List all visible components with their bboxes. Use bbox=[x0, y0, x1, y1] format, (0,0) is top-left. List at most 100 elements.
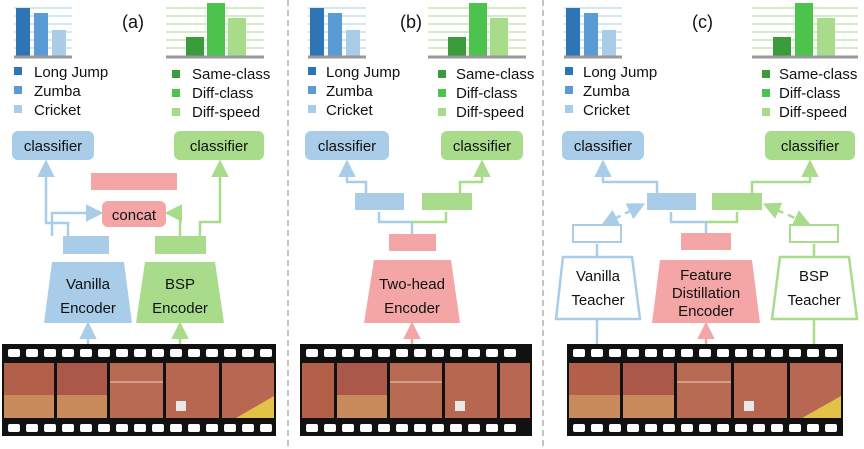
legend-swatch bbox=[14, 86, 22, 94]
legend-label: Cricket bbox=[326, 102, 374, 119]
classifier-label: classifier bbox=[453, 138, 511, 155]
classifier-label: classifier bbox=[781, 138, 839, 155]
legend-label: Long Jump bbox=[583, 64, 657, 81]
legend-label: Diff-class bbox=[779, 85, 840, 102]
encoder-label: Encoder bbox=[384, 300, 440, 317]
video-film-strip bbox=[300, 344, 532, 436]
classifier-label: classifier bbox=[24, 138, 82, 155]
student-feature-left bbox=[647, 193, 696, 210]
two-head-encoder bbox=[364, 260, 460, 323]
class-mini-chart bbox=[14, 7, 72, 59]
legend-swatch bbox=[762, 70, 770, 78]
encoder-label: Distillation bbox=[672, 285, 740, 302]
legend-label: Diff-class bbox=[456, 85, 517, 102]
legend-label: Cricket bbox=[34, 102, 82, 119]
legend-label: Zumba bbox=[34, 83, 81, 100]
pair-mini-chart bbox=[752, 3, 858, 59]
bar-diff-speed bbox=[490, 18, 508, 56]
bar-cricket bbox=[346, 30, 360, 56]
panel-label: (b) bbox=[400, 12, 422, 32]
class-mini-chart bbox=[308, 7, 366, 59]
video-frame bbox=[734, 363, 787, 418]
feature-distillation-encoder bbox=[652, 260, 760, 323]
legend-swatch bbox=[565, 67, 573, 75]
legend-swatch bbox=[438, 89, 446, 97]
encoder-label: Encoder bbox=[678, 303, 734, 320]
bar-cricket bbox=[602, 30, 616, 56]
bsp-encoder bbox=[136, 262, 224, 323]
teacher-label: Vanilla bbox=[576, 268, 621, 285]
bar-long-jump bbox=[566, 8, 580, 56]
bar-zumba bbox=[584, 13, 598, 56]
classifier-label: classifier bbox=[574, 138, 632, 155]
encoder-label: Vanilla bbox=[66, 276, 111, 293]
panel-label: (a) bbox=[122, 12, 144, 32]
bar-diff-class bbox=[207, 3, 225, 56]
teacher-feature-right bbox=[789, 224, 839, 243]
bar-diff-class bbox=[469, 3, 487, 56]
video-frame bbox=[445, 363, 497, 418]
bar-cricket bbox=[52, 30, 66, 56]
bar-diff-class bbox=[795, 3, 813, 56]
legend-swatch bbox=[438, 70, 446, 78]
legend-label: Long Jump bbox=[326, 64, 400, 81]
legend-label: Diff-speed bbox=[779, 104, 847, 121]
legend-swatch bbox=[172, 108, 180, 116]
video-film-strip bbox=[2, 344, 276, 436]
bar-long-jump bbox=[310, 8, 324, 56]
feature-head-left bbox=[355, 193, 404, 210]
pair-mini-chart bbox=[166, 3, 264, 59]
video-frame bbox=[677, 363, 731, 418]
classifier-box bbox=[562, 131, 644, 160]
classifier-box bbox=[305, 131, 389, 160]
teacher-label: Teacher bbox=[787, 292, 840, 309]
legend-label: Same-class bbox=[192, 66, 270, 83]
panel-c: (c) Long Jump Zumba Cricket Same-class D… bbox=[554, 3, 859, 436]
panel-label: (c) bbox=[692, 12, 713, 32]
legend-swatch bbox=[308, 105, 316, 113]
legend-label: Same-class bbox=[779, 66, 857, 83]
legend-label: Same-class bbox=[456, 66, 534, 83]
bar-long-jump bbox=[16, 8, 30, 56]
feature-bsp bbox=[155, 236, 206, 254]
classifier-label: classifier bbox=[190, 138, 248, 155]
legend-swatch bbox=[762, 89, 770, 97]
legend-label: Cricket bbox=[583, 102, 631, 119]
encoder-label: BSP bbox=[165, 276, 195, 293]
concat-box bbox=[102, 201, 166, 227]
bar-zumba bbox=[328, 13, 342, 56]
teacher-feature-left bbox=[572, 224, 622, 243]
video-film-strip bbox=[567, 344, 843, 436]
bar-same-class bbox=[773, 37, 791, 56]
bar-same-class bbox=[186, 37, 204, 56]
feature-vanilla bbox=[63, 236, 109, 254]
legend-swatch bbox=[14, 105, 22, 113]
vanilla-encoder bbox=[44, 262, 132, 323]
feature-shared bbox=[389, 234, 436, 251]
classifier-box bbox=[174, 131, 264, 160]
feature-head-right bbox=[422, 193, 472, 210]
legend-swatch bbox=[172, 70, 180, 78]
video-frame bbox=[166, 363, 219, 418]
legend-swatch bbox=[565, 105, 573, 113]
vanilla-teacher bbox=[554, 255, 642, 321]
video-frame bbox=[390, 363, 442, 418]
legend-swatch bbox=[308, 86, 316, 94]
encoder-label: Feature bbox=[680, 267, 732, 284]
legend-label: Diff-speed bbox=[456, 104, 524, 121]
concat-label: concat bbox=[112, 207, 157, 224]
bar-same-class bbox=[448, 37, 466, 56]
student-feature-right bbox=[712, 193, 762, 210]
video-frame bbox=[302, 363, 334, 418]
legend-swatch bbox=[14, 67, 22, 75]
bar-diff-speed bbox=[817, 18, 835, 56]
classifier-box bbox=[765, 131, 855, 160]
concat-feature bbox=[91, 173, 177, 190]
encoder-label: Encoder bbox=[152, 300, 208, 317]
legend-swatch bbox=[438, 108, 446, 116]
student-feature-shared bbox=[681, 233, 731, 250]
legend-label: Long Jump bbox=[34, 64, 108, 81]
legend-swatch bbox=[762, 108, 770, 116]
teacher-label: Teacher bbox=[571, 292, 624, 309]
classifier-box bbox=[12, 131, 94, 160]
